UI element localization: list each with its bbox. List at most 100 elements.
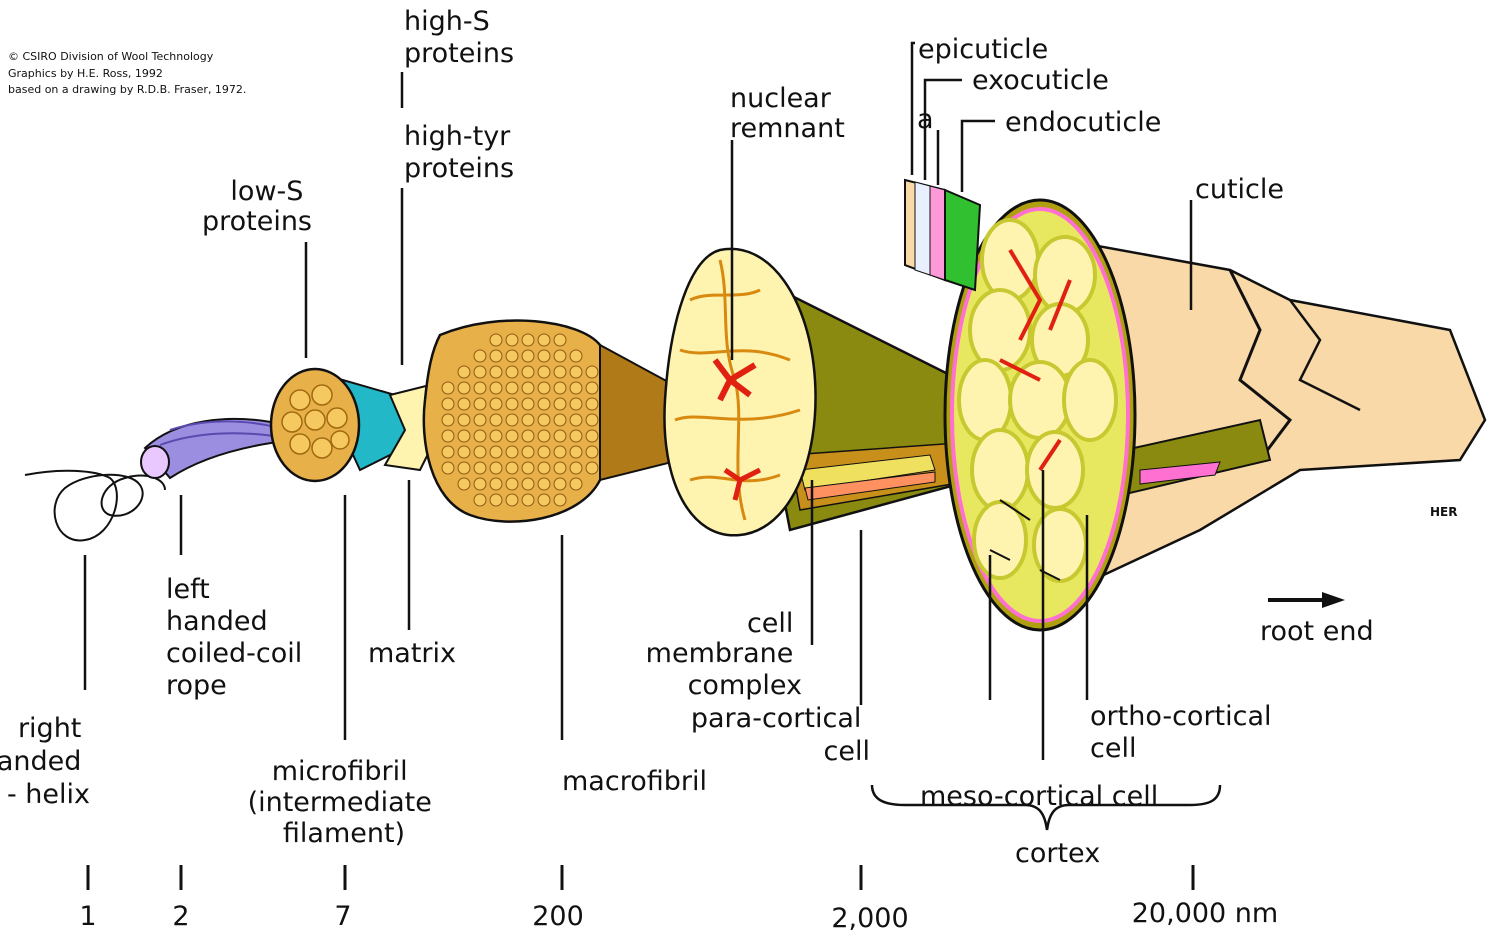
macrofibril-dot [538, 494, 550, 506]
label-endocuticle: endocuticle [1005, 107, 1161, 138]
macrofibril-dot [506, 334, 518, 346]
macrofibril-dot [570, 462, 582, 474]
macrofibril-dot [522, 350, 534, 362]
credit-line-3: based on a drawing by R.D.B. Fraser, 197… [8, 83, 246, 96]
macrofibril-dot [474, 414, 486, 426]
macrofibril-dot [442, 430, 454, 442]
macrofibril-dot [522, 334, 534, 346]
macrofibril-dot [586, 414, 598, 426]
macrofibril-dot [474, 494, 486, 506]
label-para-cortical-cell: para-cortical cell [691, 703, 870, 767]
macrofibril-dot [570, 350, 582, 362]
macrofibril-dot [522, 478, 534, 490]
macrofibril-dot [538, 398, 550, 410]
label-cuticle: cuticle [1195, 174, 1284, 205]
macrofibril-dot [538, 430, 550, 442]
macrofibril-dot [474, 430, 486, 442]
macrofibril-dot [586, 398, 598, 410]
macrofibril-dot [554, 414, 566, 426]
macrofibril-dot [522, 430, 534, 442]
macrofibril-dot [490, 414, 502, 426]
cortex-cell [970, 290, 1030, 370]
macrofibril-dot [570, 478, 582, 490]
macrofibril-dot [506, 494, 518, 506]
macrofibril-dot [570, 366, 582, 378]
macrofibril-dot [522, 462, 534, 474]
macrofibril-dot [506, 382, 518, 394]
cortex-cell [1010, 362, 1070, 438]
artist-signature: HER [1430, 505, 1457, 519]
macrofibril-dot [522, 398, 534, 410]
macrofibril-dot [506, 430, 518, 442]
macrofibril-dot [586, 382, 598, 394]
macrofibril-dot [586, 366, 598, 378]
macrofibril-dot [586, 446, 598, 458]
microfibril-shape [271, 369, 440, 481]
macrofibril-dot [570, 398, 582, 410]
size-scale: 1 2 7 200 2,000 20,000 nm [79, 865, 1278, 934]
cortex-cell [1035, 237, 1095, 313]
cortex-cell [972, 430, 1028, 510]
macrofibril-dot [586, 430, 598, 442]
macrofibril-dot [506, 462, 518, 474]
macrofibril-dot [538, 414, 550, 426]
alpha-helix-coil [25, 471, 165, 541]
macrofibril-dot [538, 366, 550, 378]
cortex-cell [959, 360, 1011, 440]
scale-label: 7 [334, 901, 351, 932]
macrofibril-dot [538, 478, 550, 490]
macrofibril-dot [490, 478, 502, 490]
macrofibril-dot [442, 414, 454, 426]
macrofibril-dot [474, 446, 486, 458]
macrofibril-dot [554, 430, 566, 442]
macrofibril-dot [490, 366, 502, 378]
macrofibril-dot [490, 350, 502, 362]
macrofibril-dot [538, 334, 550, 346]
label-left-handed-rope: left handed coiled-coil rope [166, 574, 311, 701]
label-cortex: cortex [1015, 838, 1100, 869]
macrofibril-dot [474, 398, 486, 410]
credits-block: © CSIRO Division of Wool Technology Grap… [8, 50, 246, 96]
macrofibril-dot [538, 350, 550, 362]
macrofibril-dot [474, 462, 486, 474]
label-meso-cortical-cell: meso-cortical cell [920, 781, 1158, 812]
cortex-cuticle-body [945, 200, 1485, 630]
label-exocuticle: exocuticle [972, 65, 1109, 96]
macrofibril-dot [538, 446, 550, 458]
label-low-s: low-S proteins [202, 176, 312, 237]
fibre-illustration: HER [25, 180, 1485, 630]
cortex-cell [974, 502, 1026, 578]
macrofibril-dot [474, 350, 486, 362]
label-microfibril: microfibril (intermediate filament) [248, 756, 441, 849]
macrofibril-dot [570, 446, 582, 458]
macrofibril-dot [474, 366, 486, 378]
macrofibril-dot [474, 382, 486, 394]
macrofibril-dot [490, 446, 502, 458]
macrofibril-dot [538, 382, 550, 394]
label-a: a [917, 104, 934, 135]
scale-label: 200 [532, 901, 584, 932]
macrofibril-dot [570, 382, 582, 394]
scale-label: 2 [172, 901, 189, 932]
macrofibril-dot [506, 366, 518, 378]
label-high-s: high-S proteins [404, 6, 514, 69]
cortex-cell [1027, 432, 1083, 508]
cortex-cell [1064, 360, 1116, 440]
macrofibril-dot [554, 366, 566, 378]
macrofibril-dot [554, 350, 566, 362]
macrofibril-dot [522, 494, 534, 506]
macrofibril-dot [570, 430, 582, 442]
credit-line-1: © CSIRO Division of Wool Technology [8, 50, 214, 63]
macrofibril-dot [442, 398, 454, 410]
macrofibril-dot [522, 382, 534, 394]
macrofibril-dot [506, 414, 518, 426]
macrofibril-dot [554, 478, 566, 490]
label-matrix: matrix [368, 638, 456, 669]
coiled-coil-rope [141, 419, 292, 478]
macrofibril-dot [506, 350, 518, 362]
root-end-arrow [1268, 592, 1345, 608]
macrofibril-dot [570, 414, 582, 426]
macrofibril-dot [474, 478, 486, 490]
scale-label: 1 [79, 901, 96, 932]
label-macrofibril: macrofibril [562, 766, 707, 797]
